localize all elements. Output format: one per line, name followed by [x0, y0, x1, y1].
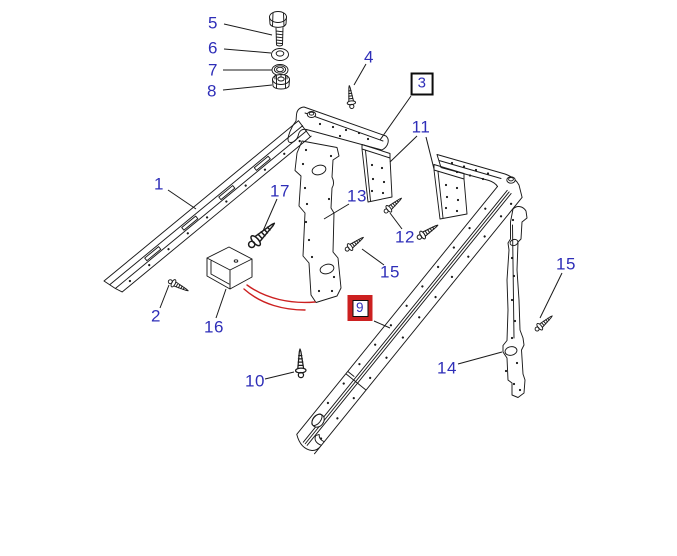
leader-line-8-3 — [222, 84, 273, 91]
callout-4-4[interactable]: 4 — [364, 47, 374, 67]
bolt-washer-nut-stack-drawing — [269, 11, 290, 90]
right-frame-top-bar-drawing — [436, 154, 523, 198]
leader-line-2-13 — [159, 284, 170, 309]
callout-15-12[interactable]: 15 — [556, 254, 576, 274]
leader-line-4-4 — [353, 63, 367, 86]
leader-line-3-5 — [379, 95, 412, 141]
leader-line-6-1 — [223, 48, 272, 54]
leader-line-15-11 — [361, 248, 385, 266]
callout-9-15[interactable]: 9 — [347, 295, 373, 321]
leader-line-16-14 — [215, 288, 227, 319]
callout-7-2[interactable]: 7 — [208, 60, 218, 80]
leader-line-9-15 — [373, 320, 391, 329]
callout-6-1[interactable]: 6 — [208, 38, 218, 58]
leader-line-10-16 — [264, 371, 295, 380]
callout-5-0[interactable]: 5 — [208, 13, 218, 33]
flexible-lead-lines — [243, 284, 316, 311]
callout-12-10[interactable]: 12 — [395, 227, 415, 247]
leader-line-11-6 — [425, 136, 435, 170]
callout-2-13[interactable]: 2 — [151, 306, 161, 326]
leader-line-5-0 — [223, 23, 273, 36]
callout-11-6[interactable]: 11 — [411, 117, 431, 137]
leader-line-11-6 — [389, 135, 418, 163]
leader-line-13-9 — [323, 203, 350, 220]
callout-14-17[interactable]: 14 — [437, 358, 457, 378]
leader-line-12-10 — [389, 212, 403, 230]
box-bracket-16-drawing — [206, 246, 316, 311]
gusset-bracket-left-drawing — [361, 144, 393, 203]
gusset-bracket-right-drawing — [433, 164, 468, 220]
callout-17-8[interactable]: 17 — [270, 181, 290, 201]
leader-line-14-17 — [457, 351, 503, 365]
callout-8-3[interactable]: 8 — [207, 81, 217, 101]
leader-line-1-7 — [167, 189, 197, 210]
side-rail-9-drawing — [296, 185, 523, 455]
callout-13-9[interactable]: 13 — [347, 186, 367, 206]
left-channel-rail-drawing — [103, 120, 312, 293]
leader-line-15-12 — [539, 272, 563, 319]
callout-15-11[interactable]: 15 — [380, 262, 400, 282]
side-pillar-14-drawing — [502, 206, 528, 398]
callout-16-14[interactable]: 16 — [204, 317, 224, 337]
leader-line-17-8 — [262, 198, 278, 232]
header-rail-drawing — [287, 106, 389, 151]
callout-inner-box: 9 — [351, 299, 369, 317]
callout-3-5[interactable]: 3 — [410, 72, 434, 96]
pillar-13-drawing — [294, 140, 342, 303]
callout-1-7[interactable]: 1 — [154, 174, 164, 194]
callout-10-16[interactable]: 10 — [245, 371, 265, 391]
